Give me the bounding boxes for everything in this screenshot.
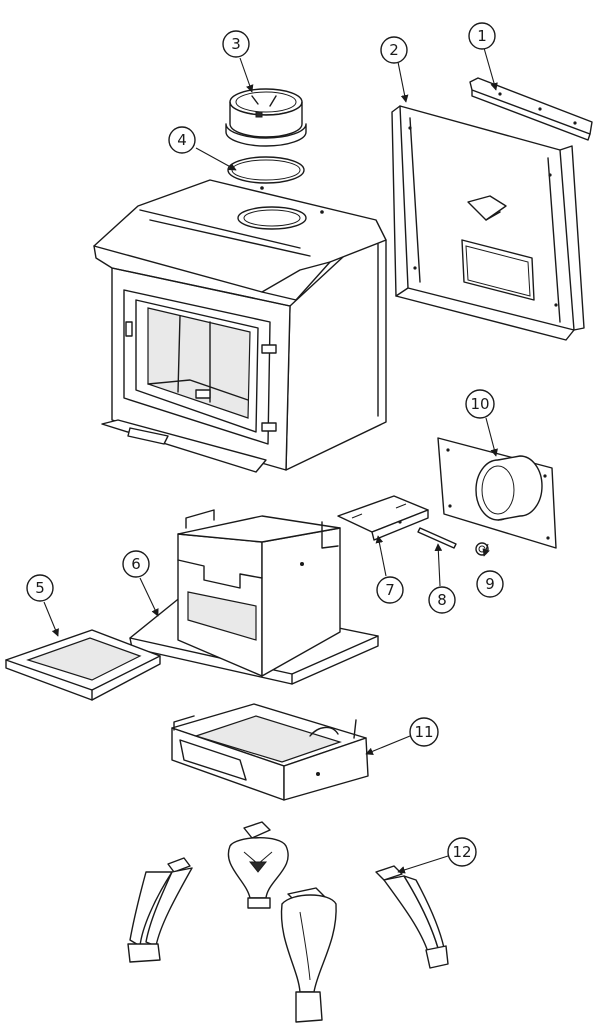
callout-8: 8 xyxy=(428,586,456,614)
part-leg-right xyxy=(375,865,449,969)
part-stove-body xyxy=(93,179,387,473)
part-base-tray xyxy=(171,703,369,801)
part-wall-plate xyxy=(437,437,557,549)
callout-11: 11 xyxy=(409,717,439,747)
svg-text:5: 5 xyxy=(35,579,45,597)
callout-7: 7 xyxy=(376,576,404,604)
part-leg-center xyxy=(227,821,289,909)
part-leg-front xyxy=(280,887,337,1023)
part-trim-strip xyxy=(469,77,593,141)
svg-text:1: 1 xyxy=(477,27,487,45)
callout-1: 1 xyxy=(468,22,496,50)
leader-lines xyxy=(43,47,498,874)
part-bracket xyxy=(337,495,429,541)
svg-text:6: 6 xyxy=(131,555,141,573)
callout-10: 10 xyxy=(465,389,495,419)
part-rod xyxy=(417,527,457,549)
part-flue-collar xyxy=(225,88,307,147)
svg-text:3: 3 xyxy=(231,35,241,53)
callout-5: 5 xyxy=(26,574,54,602)
part-heat-shield-panel xyxy=(391,105,585,341)
part-gasket-ring xyxy=(227,156,305,184)
callout-3: 3 xyxy=(222,30,250,58)
part-ash-pan xyxy=(5,629,161,701)
svg-text:11: 11 xyxy=(414,723,433,741)
part-pedestal xyxy=(129,509,379,685)
svg-text:4: 4 xyxy=(177,131,187,149)
callout-6: 6 xyxy=(122,550,150,578)
callout-12: 12 xyxy=(447,837,477,867)
callout-9: 9 xyxy=(476,570,504,598)
callout-2: 2 xyxy=(380,36,408,64)
svg-text:9: 9 xyxy=(485,575,495,593)
svg-text:2: 2 xyxy=(389,41,399,59)
part-leg-left xyxy=(127,857,193,963)
svg-text:10: 10 xyxy=(470,395,489,413)
svg-text:12: 12 xyxy=(452,843,471,861)
callout-4: 4 xyxy=(168,126,196,154)
svg-text:7: 7 xyxy=(385,581,395,599)
svg-text:8: 8 xyxy=(437,591,447,609)
